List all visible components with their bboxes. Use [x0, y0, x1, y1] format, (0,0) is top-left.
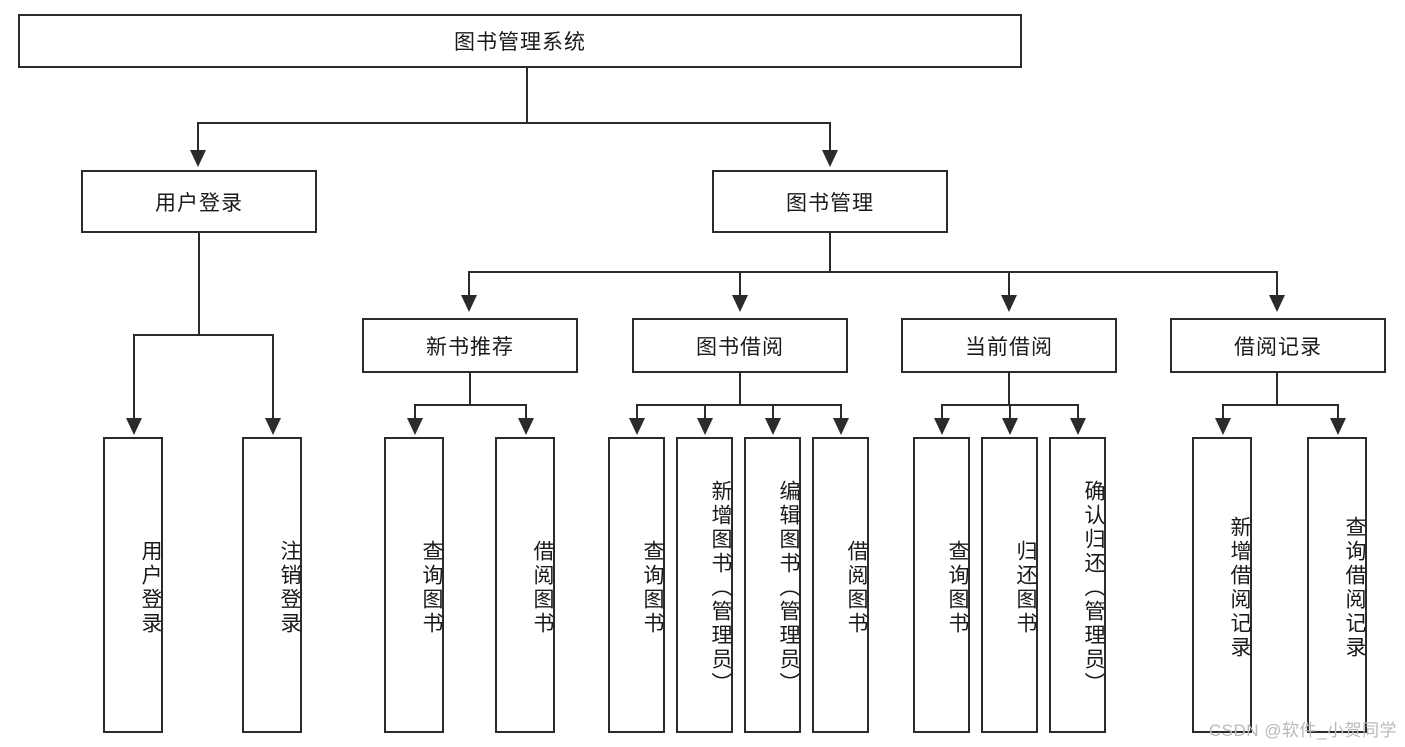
leaf-new-book-borrow-book[interactable]: 借阅图书 [495, 437, 555, 733]
edge-root-bar [197, 122, 831, 124]
node-label: 图书管理系统 [454, 31, 586, 54]
leaf-current-borrow-confirm-return-admin[interactable]: 确认归还（管理员） [1049, 437, 1106, 733]
leaf-book-borrow-add-book-admin[interactable]: 新增图书（管理员） [676, 437, 733, 733]
node-label: 注销登录 [278, 540, 301, 636]
node-label: 用户登录 [155, 191, 243, 215]
arrow-book-borrow-to-leaf-4 [833, 418, 849, 435]
leaf-book-borrow-query-book[interactable]: 查询图书 [608, 437, 665, 733]
leaf-user-login-login[interactable]: 用户登录 [103, 437, 163, 733]
arrow-book-mgmt-to-borrow-record [1269, 295, 1285, 312]
edge-new-book-to-leaf-2 [525, 404, 527, 420]
arrow-new-book-to-leaf-1 [407, 418, 423, 435]
edge-borrow-record-to-leaf-1 [1222, 404, 1224, 420]
edge-borrow-record-to-leaf-2 [1337, 404, 1339, 420]
edge-user-login-to-leaf-1 [133, 334, 135, 420]
node-new-book-recommend[interactable]: 新书推荐 [362, 318, 578, 373]
edge-new-book-stem [469, 373, 471, 404]
arrow-current-borrow-to-leaf-1 [934, 418, 950, 435]
node-label: 图书借阅 [696, 335, 784, 359]
leaf-current-borrow-query-book[interactable]: 查询图书 [913, 437, 970, 733]
arrow-user-login-to-leaf-1 [126, 418, 142, 435]
edge-borrow-record-stem [1276, 373, 1278, 404]
edge-user-login-to-leaf-2 [272, 334, 274, 420]
edge-root-to-book-mgmt [829, 122, 831, 150]
edge-current-borrow-to-leaf-1 [941, 404, 943, 420]
arrow-book-mgmt-to-book-borrow [732, 295, 748, 312]
edge-current-borrow-stem [1008, 373, 1010, 404]
leaf-book-borrow-edit-book-admin[interactable]: 编辑图书（管理员） [744, 437, 801, 733]
edge-book-borrow-to-leaf-4 [840, 404, 842, 420]
arrow-borrow-record-to-leaf-2 [1330, 418, 1346, 435]
edge-book-mgmt-bar [468, 271, 1276, 273]
node-current-borrow[interactable]: 当前借阅 [901, 318, 1117, 373]
node-label: 借阅图书 [531, 540, 554, 636]
leaf-book-borrow-borrow-book[interactable]: 借阅图书 [812, 437, 869, 733]
edge-book-borrow-stem [739, 373, 741, 404]
arrow-new-book-to-leaf-2 [518, 418, 534, 435]
node-label: 编辑图书（管理员） [777, 480, 800, 696]
arrow-root-to-user-login [190, 150, 206, 167]
node-label: 查询借阅记录 [1343, 516, 1366, 660]
node-book-management[interactable]: 图书管理 [712, 170, 948, 233]
arrow-book-mgmt-to-new-book [461, 295, 477, 312]
arrow-book-borrow-to-leaf-2 [697, 418, 713, 435]
node-label: 归还图书 [1014, 540, 1037, 636]
node-label: 新增图书（管理员） [709, 480, 732, 696]
edge-current-borrow-to-leaf-2 [1009, 404, 1011, 420]
edge-book-mgmt-to-borrow-record [1276, 271, 1278, 297]
node-user-login[interactable]: 用户登录 [81, 170, 317, 233]
arrow-book-borrow-to-leaf-1 [629, 418, 645, 435]
edge-borrow-record-bar [1222, 404, 1338, 406]
leaf-current-borrow-return-book[interactable]: 归还图书 [981, 437, 1038, 733]
node-label: 借阅记录 [1234, 335, 1322, 359]
node-book-borrow[interactable]: 图书借阅 [632, 318, 848, 373]
edge-root-stem [526, 68, 528, 122]
leaf-new-book-query-book[interactable]: 查询图书 [384, 437, 444, 733]
edge-user-login-stem [198, 233, 200, 334]
edge-book-mgmt-to-current-borrow [1008, 271, 1010, 297]
node-label: 查询图书 [420, 540, 443, 636]
node-label: 确认归还（管理员） [1082, 480, 1105, 696]
node-label: 查询图书 [946, 540, 969, 636]
node-label: 借阅图书 [845, 540, 868, 636]
leaf-borrow-record-query-record[interactable]: 查询借阅记录 [1307, 437, 1367, 733]
node-borrow-record[interactable]: 借阅记录 [1170, 318, 1386, 373]
arrow-borrow-record-to-leaf-1 [1215, 418, 1231, 435]
csdn-watermark: CSDN @软件_小贺同学 [1208, 721, 1397, 740]
leaf-user-login-logout[interactable]: 注销登录 [242, 437, 302, 733]
arrow-current-borrow-to-leaf-2 [1002, 418, 1018, 435]
edge-book-mgmt-to-book-borrow [739, 271, 741, 297]
edge-book-borrow-to-leaf-2 [704, 404, 706, 420]
edge-new-book-bar [414, 404, 526, 406]
node-label: 新增借阅记录 [1228, 516, 1251, 660]
edge-book-borrow-to-leaf-1 [636, 404, 638, 420]
edge-new-book-to-leaf-1 [414, 404, 416, 420]
node-label: 当前借阅 [965, 335, 1053, 359]
node-label: 新书推荐 [426, 335, 514, 359]
node-label: 图书管理 [786, 191, 874, 215]
arrow-root-to-book-mgmt [822, 150, 838, 167]
node-label: 查询图书 [641, 540, 664, 636]
edge-book-borrow-bar [636, 404, 840, 406]
edge-current-borrow-to-leaf-3 [1077, 404, 1079, 420]
edge-book-mgmt-stem [829, 233, 831, 271]
arrow-user-login-to-leaf-2 [265, 418, 281, 435]
leaf-borrow-record-add-record[interactable]: 新增借阅记录 [1192, 437, 1252, 733]
edge-user-login-bar [133, 334, 273, 336]
arrow-current-borrow-to-leaf-3 [1070, 418, 1086, 435]
arrow-book-borrow-to-leaf-3 [765, 418, 781, 435]
node-label: 用户登录 [139, 540, 162, 636]
node-root-system[interactable]: 图书管理系统 [18, 14, 1022, 68]
edge-book-mgmt-to-new-book [468, 271, 470, 297]
edge-book-borrow-to-leaf-3 [772, 404, 774, 420]
edge-root-to-user-login [197, 122, 199, 150]
arrow-book-mgmt-to-current-borrow [1001, 295, 1017, 312]
